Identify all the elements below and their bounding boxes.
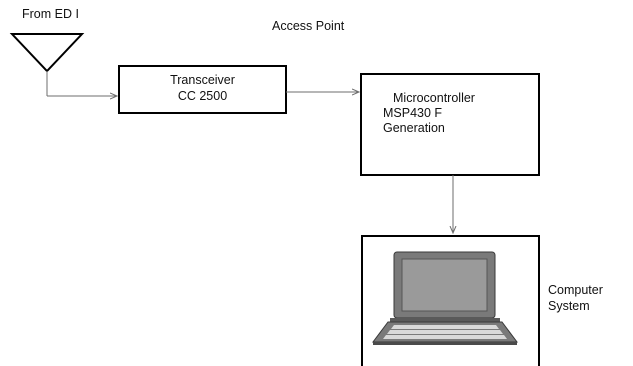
diagram-title: Access Point bbox=[272, 19, 345, 33]
computer-block bbox=[361, 235, 540, 366]
microcontroller-label-line3: Generation bbox=[383, 121, 445, 135]
transceiver-block bbox=[118, 65, 287, 114]
microcontroller-label-line2: MSP430 F bbox=[383, 106, 443, 120]
laptop-icon bbox=[372, 251, 518, 345]
microcontroller-label-line1: Microcontroller bbox=[393, 91, 475, 105]
computer-label-line2: System bbox=[548, 299, 590, 313]
computer-label-line1: Computer bbox=[548, 283, 603, 297]
antenna-label: From ED I bbox=[22, 7, 79, 21]
antenna-icon bbox=[9, 33, 85, 96]
transceiver-label-line1: Transceiver bbox=[170, 73, 235, 87]
microcontroller-block bbox=[360, 73, 540, 176]
transceiver-label-line2: CC 2500 bbox=[177, 89, 228, 103]
